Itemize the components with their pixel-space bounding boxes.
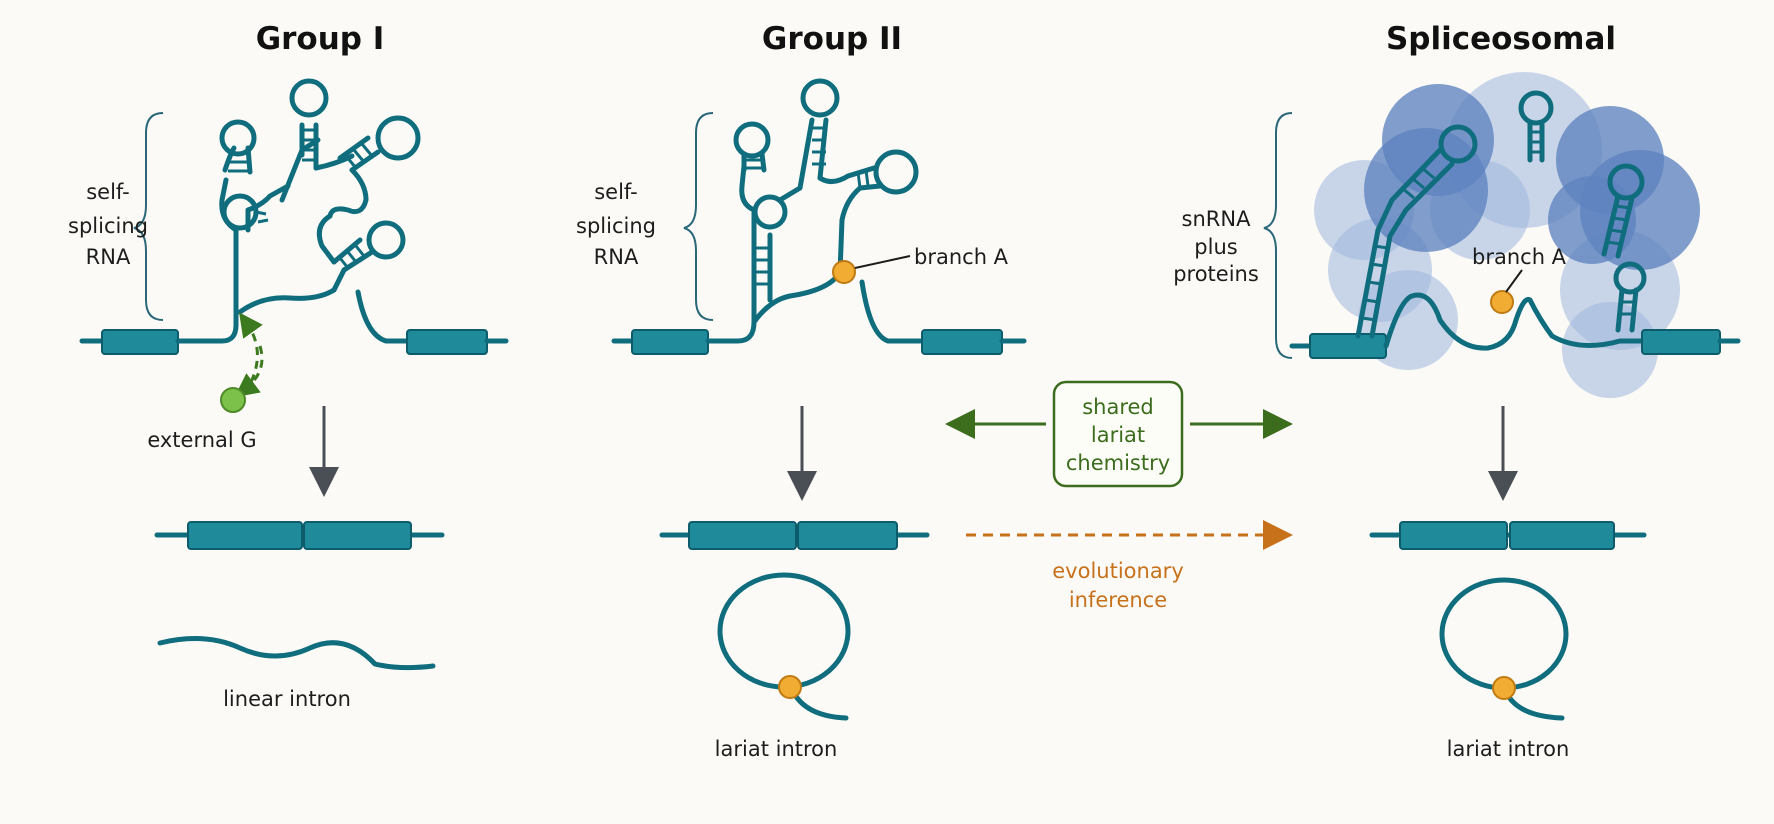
group-1-intron-structure — [219, 78, 421, 293]
title-group-2: Group II — [762, 21, 902, 57]
spliceosomal-side-label-line-1: snRNA — [1182, 207, 1252, 231]
shared-box-line-3: chemistry — [1066, 451, 1170, 475]
group-2-side-label-line-3: RNA — [594, 245, 639, 269]
group-2-branch-label: branch A — [914, 245, 1009, 269]
spliceosomal-brace — [1263, 112, 1293, 359]
spliceosome-protein-cloud — [1314, 72, 1700, 398]
spliceosomal-exon-5prime — [1309, 333, 1387, 359]
group-2-lariat-icon — [717, 572, 851, 721]
group-2-product-label: lariat intron — [715, 737, 838, 761]
title-spliceosomal: Spliceosomal — [1386, 21, 1616, 57]
group-1-pre-mrna — [79, 257, 509, 355]
spliceosomal-branch-label: branch A — [1472, 245, 1567, 269]
spliceosomal-side-label-line-2: plus — [1194, 235, 1237, 259]
spliceosomal-product-label: lariat intron — [1447, 737, 1570, 761]
shared-chemistry-box — [1052, 380, 1184, 488]
linear-intron-label: linear intron — [223, 687, 351, 711]
external-g-label: external G — [147, 428, 256, 452]
group-2-side-label-line-1: self- — [594, 180, 638, 204]
group-2-panel: self- splicing RNA — [576, 78, 1027, 761]
group-2-exon-5prime — [631, 329, 709, 355]
group-2-intron-structure — [733, 78, 919, 303]
group-1-exon-5prime — [101, 329, 179, 355]
spliceosomal-branch-point — [1490, 290, 1514, 314]
group-1-side-label-line-1: self- — [86, 180, 130, 204]
group-2-branch-leader — [854, 255, 911, 269]
group-2-side-label-line-2: splicing — [576, 214, 656, 238]
spliceosomal-panel: snRNA plus proteins — [1173, 72, 1741, 761]
snrna-structures — [1355, 90, 1647, 339]
group-1-side-label-line-2: splicing — [68, 214, 148, 238]
group-2-exon-3prime — [921, 329, 1003, 355]
group-1-panel: self- splicing RNA — [68, 78, 509, 711]
group-1-ligated-exons — [154, 521, 445, 550]
group-1-exon-3prime — [406, 329, 488, 355]
group-2-ligated-exons — [659, 521, 930, 550]
title-group-1: Group I — [256, 21, 385, 57]
group-1-brace — [133, 112, 164, 321]
linear-intron-icon — [157, 636, 436, 671]
group-2-brace — [683, 112, 714, 321]
evolutionary-inference-link: evolutionary inference — [966, 520, 1293, 612]
spliceosomal-lariat-icon — [1439, 577, 1569, 721]
spliceosomal-ligated-exons — [1369, 521, 1647, 550]
group-1-return-arrow — [234, 345, 264, 398]
spliceosomal-side-label-line-3: proteins — [1173, 262, 1259, 286]
group-2-pre-mrna — [611, 232, 1027, 355]
shared-chemistry-link: shared lariat chemistry — [945, 380, 1293, 488]
spliceosomal-branch-leader — [1505, 269, 1523, 293]
shared-box-line-2: lariat — [1091, 423, 1145, 447]
inference-label-line-2: inference — [1069, 588, 1167, 612]
spliceosomal-exon-3prime — [1641, 329, 1721, 355]
group-1-attack-arrow — [239, 312, 263, 383]
inference-label-line-1: evolutionary — [1052, 559, 1184, 583]
shared-box-line-1: shared — [1082, 395, 1154, 419]
group-2-branch-point — [832, 260, 856, 284]
external-g-icon — [220, 387, 246, 413]
group-1-side-label-line-3: RNA — [86, 245, 131, 269]
spliceosomal-pre-mrna — [1289, 292, 1741, 359]
